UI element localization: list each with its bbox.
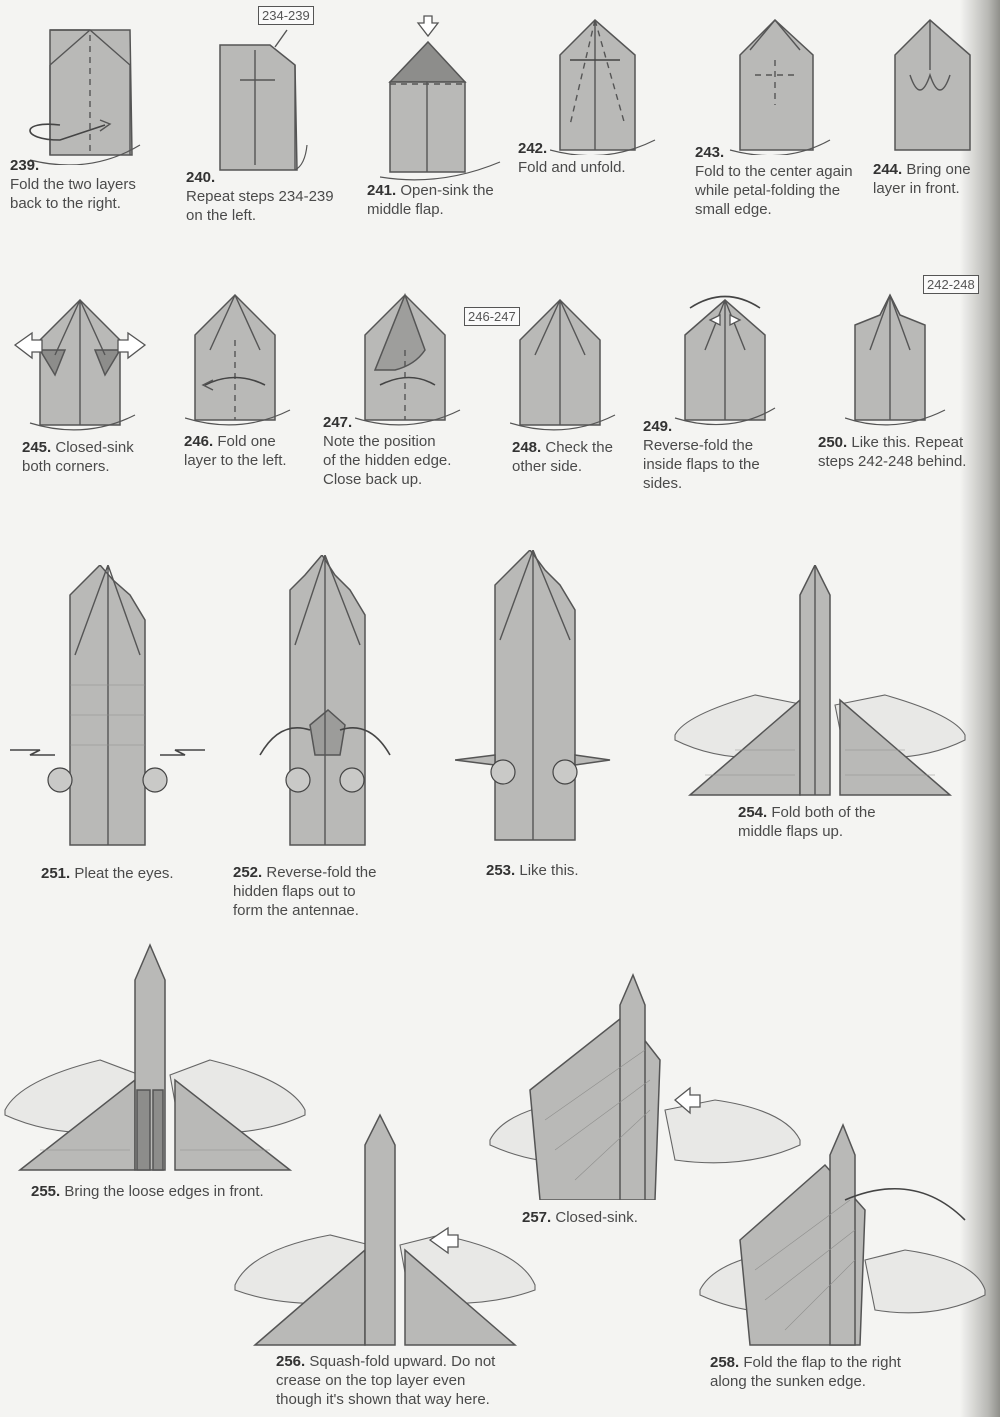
caption-245: 245. Closed-sink both corners. <box>22 439 134 475</box>
caption-250: 250. Like this. Repeat steps 242-248 beh… <box>818 434 967 470</box>
diagram-239 <box>29 29 141 165</box>
diagram-257 <box>489 973 801 1200</box>
diagram-246 <box>185 293 291 426</box>
diagram-240 <box>219 29 308 171</box>
diagram-258 <box>699 1123 986 1346</box>
diagram-242 <box>550 18 656 155</box>
ref-label-240: 234-239 <box>258 6 314 25</box>
caption-254: 254. Fold both of the middle flaps up. <box>738 804 876 840</box>
ref-label-250: 242-248 <box>923 275 979 294</box>
caption-256: 256. Squash-fold upward. Do not crease o… <box>276 1353 496 1408</box>
caption-246: 246. Fold one layer to the left. <box>184 433 287 469</box>
diagram-256 <box>234 1113 536 1346</box>
diagram-244 <box>894 18 971 151</box>
caption-242: 242. Fold and unfold. <box>518 140 626 176</box>
diagram-253 <box>455 550 611 841</box>
ref-label-248: 246-247 <box>464 307 520 326</box>
caption-258: 258. Fold the flap to the right along th… <box>710 1354 901 1390</box>
caption-257: 257. Closed-sink. <box>522 1209 638 1226</box>
caption-255: 255. Bring the loose edges in front. <box>31 1183 264 1200</box>
diagram-248 <box>510 298 616 431</box>
caption-249: 249. Reverse-fold the inside flaps to th… <box>643 418 760 492</box>
caption-241: 241. Open-sink the middle flap. <box>367 182 494 218</box>
diagram-243 <box>729 18 831 155</box>
caption-247: 247. Note the position of the hidden edg… <box>323 414 452 488</box>
diagram-250 <box>845 293 946 426</box>
diagram-249 <box>674 295 776 426</box>
diagram-252 <box>259 555 391 846</box>
caption-253: 253. Like this. <box>486 862 579 879</box>
caption-240: 240. Repeat steps 234-239 on the left. <box>186 169 334 224</box>
caption-252: 252. Reverse-fold the hidden flaps out t… <box>233 864 377 919</box>
caption-239: 239. Fold the two layers back to the rig… <box>10 157 136 212</box>
caption-251: 251. Pleat the eyes. <box>41 865 174 882</box>
diagram-247 <box>355 292 461 426</box>
page-edge-shadow <box>960 0 1000 1417</box>
diagram-241 <box>380 15 501 181</box>
diagram-245 <box>13 298 147 431</box>
diagram-251 <box>10 565 205 846</box>
diagram-254 <box>674 565 966 796</box>
caption-244: 244. Bring one layer in front. <box>873 161 971 197</box>
caption-248: 248. Check the other side. <box>512 439 613 475</box>
caption-243: 243. Fold to the center again while peta… <box>695 144 853 218</box>
diagram-255 <box>4 943 306 1171</box>
